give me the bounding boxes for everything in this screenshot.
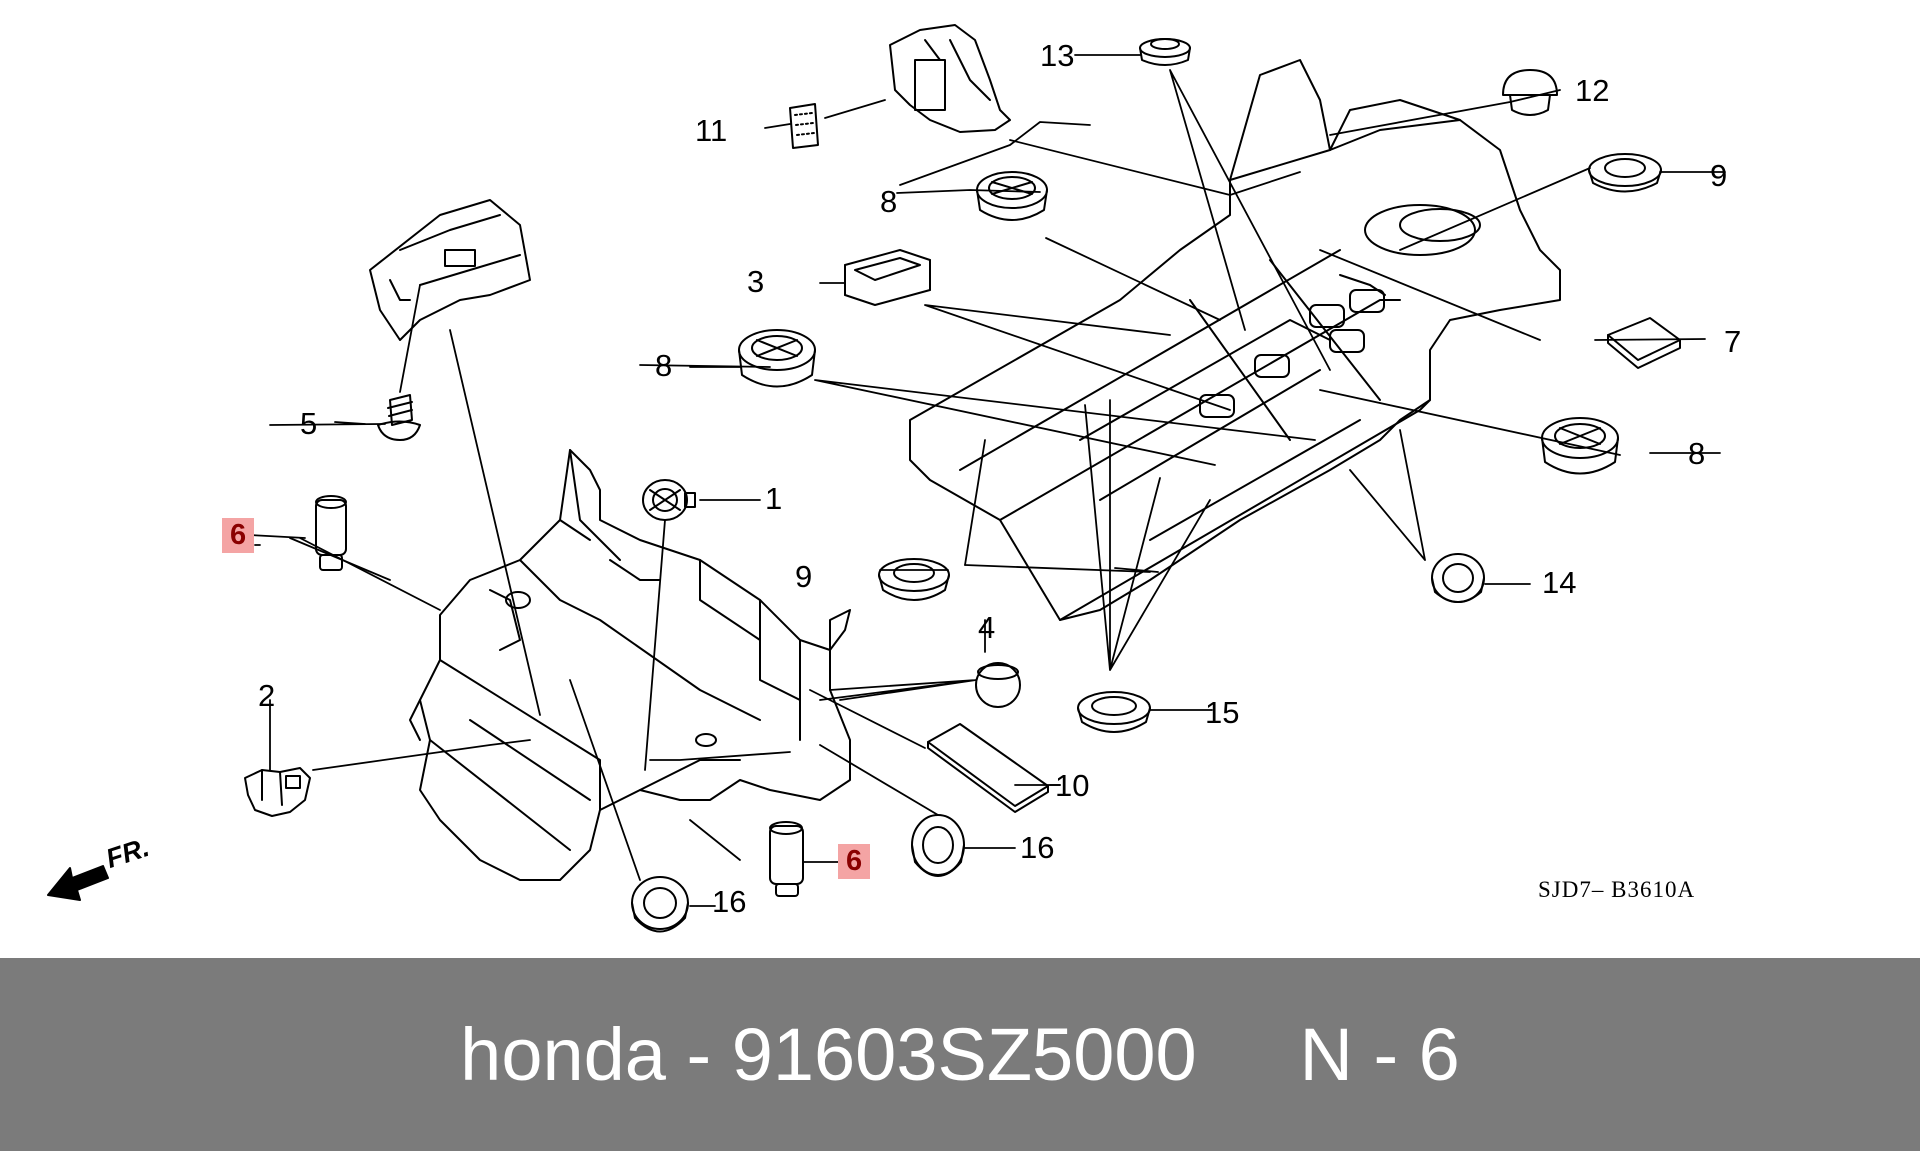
callout-16-lower: 16 <box>712 884 747 919</box>
plug-3-icon <box>844 249 931 306</box>
callout-13: 13 <box>1040 38 1075 73</box>
callout-8-right: 8 <box>1688 436 1706 471</box>
left-bracket-illustration <box>369 199 531 341</box>
callout-7: 7 <box>1724 324 1742 359</box>
grommet-9-center-icon <box>878 558 950 601</box>
pad-11-icon <box>789 103 819 149</box>
callout-10: 10 <box>1055 768 1090 803</box>
rear-bracket-illustration <box>889 24 1011 133</box>
callout-8-top: 8 <box>880 184 898 219</box>
callout-5: 5 <box>300 406 318 441</box>
clip-1-icon <box>642 479 696 521</box>
callout-6-upper-highlighted: 6 <box>222 518 255 553</box>
pad-10-icon <box>927 723 1049 813</box>
grommet-8-mid-icon <box>738 329 816 388</box>
pad-7-icon <box>1607 317 1681 369</box>
grommet-16-mid-icon <box>911 814 965 877</box>
callout-9-center: 9 <box>795 559 813 594</box>
callout-6-lower-highlighted: 6 <box>838 844 871 879</box>
callout-8-mid: 8 <box>655 348 673 383</box>
grommet-15-icon <box>1077 691 1151 733</box>
diagram-drawing <box>47 24 1726 933</box>
callout-1: 1 <box>765 481 783 516</box>
grommet-9-icon <box>1588 153 1662 193</box>
front-direction-arrow-icon <box>47 865 109 901</box>
front-structure-illustration <box>409 449 851 881</box>
callout-9-right: 9 <box>1710 158 1728 193</box>
callout-11: 11 <box>695 113 728 148</box>
clip-5-icon <box>377 394 421 441</box>
clip-2-icon <box>244 767 311 817</box>
footer-bar: honda - 91603SZ5000 N - 6 <box>0 958 1920 1151</box>
grommet-13-icon <box>1139 38 1191 66</box>
rear-floor-pan-illustration <box>909 59 1561 621</box>
footer-caption: honda - 91603SZ5000 N - 6 <box>460 1013 1460 1096</box>
cap-4-icon <box>975 662 1021 708</box>
callout-15: 15 <box>1205 695 1240 730</box>
grommet-8-top-icon <box>976 171 1048 221</box>
callout-16-mid: 16 <box>1020 830 1055 865</box>
callout-4: 4 <box>978 610 996 645</box>
diagram-code: SJD7– B3610A <box>1538 877 1696 902</box>
bumper-6-lower-icon <box>769 821 804 897</box>
callout-14: 14 <box>1542 565 1577 600</box>
cap-12-icon <box>1502 69 1558 116</box>
parts-diagram: 13 12 11 9 8 3 7 8 5 8 1 6 9 14 4 2 15 1… <box>47 24 1742 933</box>
callout-3: 3 <box>747 264 765 299</box>
leader-lines <box>249 54 1726 907</box>
callout-12: 12 <box>1575 73 1610 108</box>
callout-2: 2 <box>258 678 276 713</box>
grommet-14-icon <box>1431 553 1485 603</box>
grommet-16-lower-icon <box>631 876 689 933</box>
